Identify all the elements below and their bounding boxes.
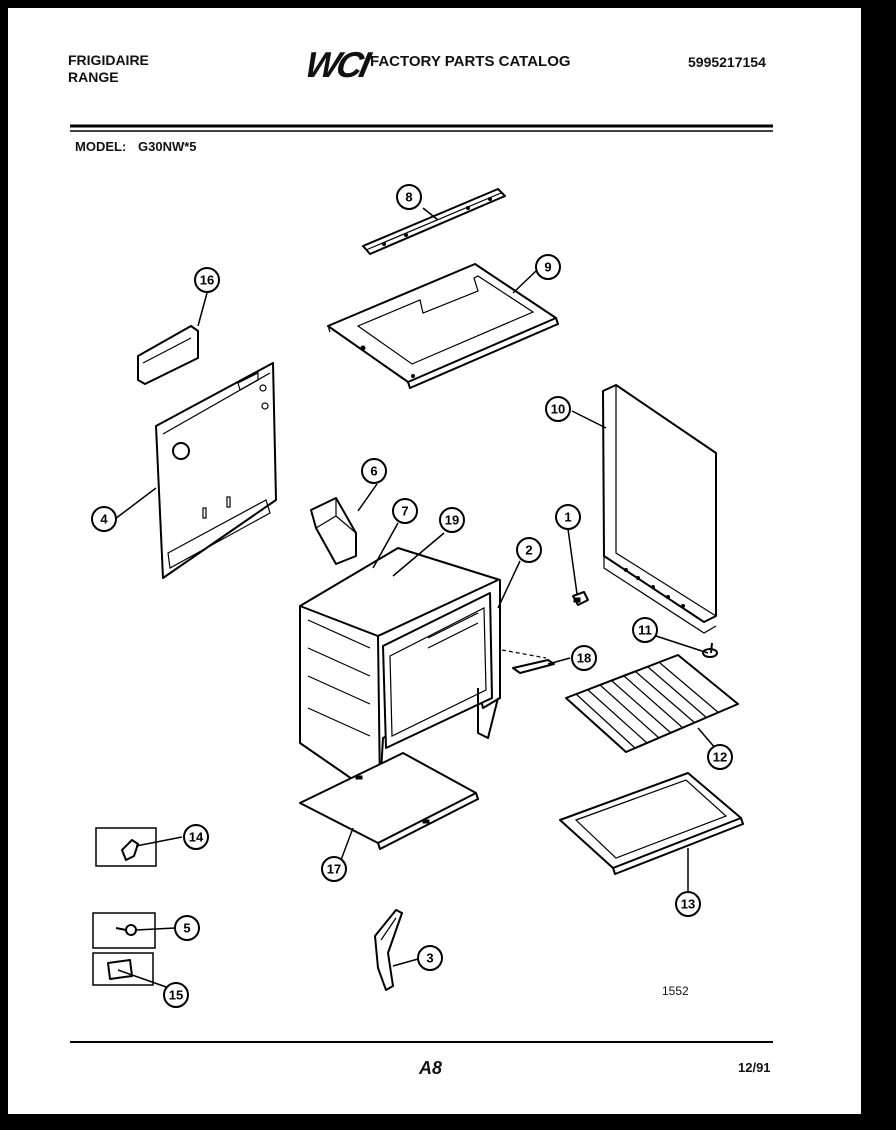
part-9-top-panel bbox=[327, 263, 559, 389]
part-8-trim-bar bbox=[362, 188, 506, 255]
callout-8: 8 bbox=[396, 184, 422, 210]
svg-text:8: 8 bbox=[405, 190, 412, 205]
callout-6: 6 bbox=[361, 458, 387, 484]
page-code: A8 bbox=[419, 1058, 443, 1078]
brand-block: FRIGIDAIRE RANGE bbox=[68, 52, 149, 86]
callout-1: 1 bbox=[555, 504, 581, 530]
part-18-rail bbox=[501, 649, 555, 674]
part-5-box bbox=[92, 912, 156, 949]
callout-10: 10 bbox=[545, 396, 571, 422]
callout-2: 2 bbox=[516, 537, 542, 563]
svg-text:1: 1 bbox=[564, 510, 571, 525]
callout-3: 3 bbox=[417, 945, 443, 971]
catalog-title: FACTORY PARTS CATALOG bbox=[370, 53, 571, 70]
svg-text:4: 4 bbox=[100, 512, 108, 527]
callout-18: 18 bbox=[571, 645, 597, 671]
part-15-box bbox=[92, 952, 154, 986]
svg-text:10: 10 bbox=[551, 402, 565, 417]
catalog-part-number: 5995217154 bbox=[688, 54, 766, 70]
callout-17: 17 bbox=[321, 856, 347, 882]
svg-text:14: 14 bbox=[189, 830, 204, 845]
callout-9: 9 bbox=[535, 254, 561, 280]
callout-12: 12 bbox=[707, 744, 733, 770]
svg-text:7: 7 bbox=[401, 504, 408, 519]
header-rules bbox=[70, 124, 773, 1043]
leader-lines bbox=[114, 207, 717, 989]
date-code: 12/91 bbox=[738, 1060, 771, 1075]
model-label: MODEL: bbox=[75, 139, 127, 154]
callout-5: 5 bbox=[174, 915, 200, 941]
svg-text:18: 18 bbox=[577, 651, 591, 666]
svg-text:12: 12 bbox=[713, 750, 727, 765]
callout-16: 16 bbox=[194, 267, 220, 293]
svg-text:16: 16 bbox=[200, 273, 214, 288]
part-17-bottom-panel bbox=[299, 752, 479, 850]
exploded-parts-diagram: 1 2 3 4 5 6 7 8 9 10 11 12 13 14 15 16 1… bbox=[70, 124, 773, 1043]
callout-19: 19 bbox=[439, 507, 465, 533]
diagram-number: 1552 bbox=[662, 984, 689, 998]
svg-text:5: 5 bbox=[183, 921, 190, 936]
brand-name: FRIGIDAIRE bbox=[68, 52, 149, 68]
callout-4: 4 bbox=[91, 506, 117, 532]
model-value: G30NW*5 bbox=[138, 139, 197, 154]
svg-text:15: 15 bbox=[169, 988, 183, 1003]
product-type: RANGE bbox=[68, 69, 119, 85]
part-16-bracket bbox=[137, 325, 199, 385]
part-11-leveler bbox=[702, 642, 718, 658]
svg-text:13: 13 bbox=[681, 897, 695, 912]
part-1-knob bbox=[572, 591, 589, 606]
part-3-side-trim bbox=[374, 909, 403, 991]
part-2-oven-body bbox=[299, 547, 501, 791]
svg-text:17: 17 bbox=[327, 862, 341, 877]
svg-text:6: 6 bbox=[370, 464, 377, 479]
part-14-box bbox=[95, 827, 157, 867]
svg-text:19: 19 bbox=[445, 513, 459, 528]
svg-text:2: 2 bbox=[525, 543, 532, 558]
part-4-back-panel bbox=[155, 362, 277, 579]
part-10-side-panel bbox=[602, 384, 717, 634]
svg-text:3: 3 bbox=[426, 951, 433, 966]
svg-text:11: 11 bbox=[638, 623, 652, 638]
svg-text:9: 9 bbox=[544, 260, 551, 275]
callout-14: 14 bbox=[183, 824, 209, 850]
callout-15: 15 bbox=[163, 982, 189, 1008]
parts-catalog-sheet: FRIGIDAIRE RANGE WCI FACTORY PARTS CATAL… bbox=[8, 8, 861, 1114]
callout-7: 7 bbox=[392, 498, 418, 524]
callout-11: 11 bbox=[632, 617, 658, 643]
part-12-oven-rack bbox=[565, 654, 739, 753]
part-13-bottom-pan bbox=[559, 772, 744, 875]
part-6-vent-duct bbox=[310, 497, 357, 565]
callout-13: 13 bbox=[675, 891, 701, 917]
